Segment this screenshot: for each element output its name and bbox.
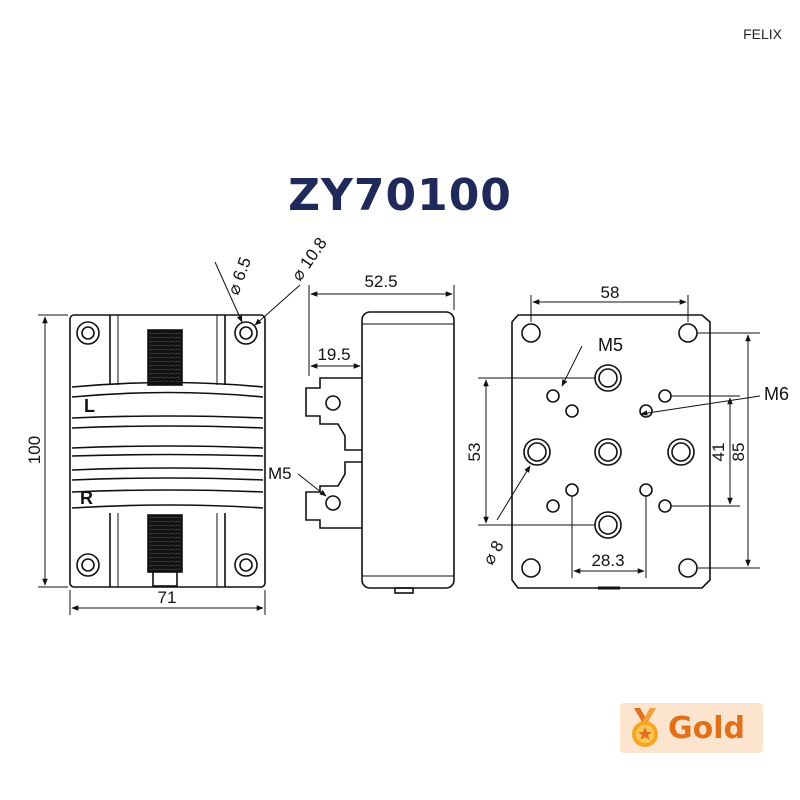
dim-face-height: 85 <box>729 443 748 462</box>
dim-hole-small: ⌀ 6.5 <box>224 255 255 298</box>
face-thread-hole <box>565 483 579 497</box>
dim-side-offset: 19.5 <box>317 345 350 364</box>
dim-face-28: 28.3 <box>591 551 624 570</box>
badge-label: Gold <box>668 710 745 746</box>
side-flange-lower <box>305 461 362 529</box>
face-port-bottom <box>594 511 622 539</box>
leader-face-m6 <box>640 395 761 416</box>
corner-hole-bottom-left <box>76 553 100 577</box>
dim-hole-large: ⌀ 10.8 <box>288 234 331 284</box>
face-view <box>511 314 711 590</box>
face-port-top <box>594 364 622 392</box>
dim-width: 71 <box>158 588 177 607</box>
face-port-right <box>667 438 695 466</box>
screw-nut <box>152 571 178 587</box>
medal-icon <box>632 708 658 747</box>
corner-hole-bottom-right <box>234 553 258 577</box>
front-body-outline <box>69 314 266 588</box>
dim-side-thread: M5 <box>268 464 292 483</box>
rib-line <box>71 381 264 388</box>
dim-face-spacing: 58 <box>601 283 620 302</box>
face-mount-hole <box>521 323 541 343</box>
leader-face-m5 <box>561 345 583 387</box>
face-thread-hole <box>565 404 579 418</box>
face-thread-hole <box>658 499 672 513</box>
face-port-left <box>523 438 551 466</box>
dim-height: 100 <box>25 436 44 464</box>
dim-face-m6: M6 <box>764 384 789 404</box>
face-thread-hole <box>639 483 653 497</box>
face-thread-hole <box>546 389 560 403</box>
leader-hole-large <box>254 284 301 326</box>
face-thread-hole <box>546 499 560 513</box>
dim-face-port: ⌀ 8 <box>479 537 508 568</box>
dim-side-depth: 52.5 <box>364 272 397 291</box>
face-mount-hole <box>521 558 541 578</box>
front-mark-l: L <box>84 396 95 416</box>
corner-hole-top-right <box>234 321 258 345</box>
face-thread-hole <box>639 404 653 418</box>
dim-face-41: 41 <box>709 443 728 462</box>
corner-hole-top-left <box>76 321 100 345</box>
dim-face-m5: M5 <box>598 335 623 355</box>
front-view <box>69 314 266 588</box>
face-plate-outline <box>511 314 711 589</box>
brand-label: FELIX <box>743 26 782 42</box>
face-mount-hole <box>678 323 698 343</box>
face-mount-hole <box>678 558 698 578</box>
adjusting-screw-top <box>147 329 183 386</box>
side-body-outline <box>361 311 455 589</box>
face-thread-hole <box>658 389 672 403</box>
adjusting-screw-bottom <box>147 514 183 573</box>
leader-hole-small <box>214 261 243 323</box>
leader-side-thread <box>297 473 327 497</box>
model-title: ZY70100 <box>288 170 512 221</box>
leader-face-port <box>496 465 531 521</box>
side-port-upper <box>325 395 341 411</box>
face-port-center <box>594 438 622 466</box>
front-mark-r: R <box>80 488 93 508</box>
side-port-lower <box>325 495 341 511</box>
gold-badge: Gold <box>620 703 763 753</box>
side-flange-upper <box>305 377 362 451</box>
dim-face-53: 53 <box>465 443 484 462</box>
